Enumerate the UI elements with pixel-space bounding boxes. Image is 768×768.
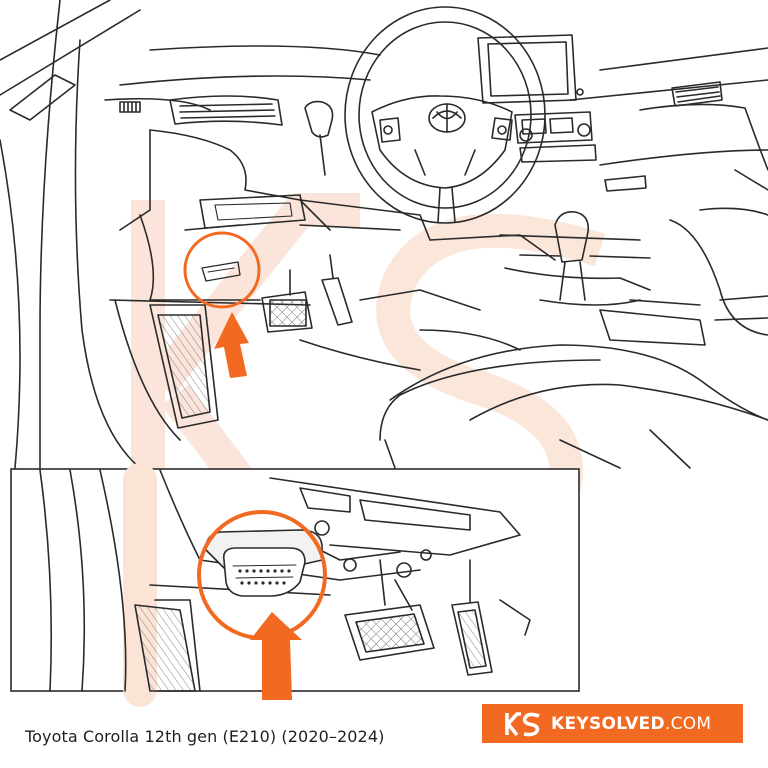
ks-monogram-icon [505,711,540,736]
brand-tld: .COM [664,713,712,734]
brand-badge: KEYSOLVED.COM [482,704,743,743]
vehicle-caption: Toyota Corolla 12th gen (E210) (2020–202… [25,727,385,746]
brand-name: KEYSOLVED [551,713,665,734]
cabin-view [0,0,768,469]
main-highlight [183,231,261,378]
inset-detail-view [10,463,580,707]
